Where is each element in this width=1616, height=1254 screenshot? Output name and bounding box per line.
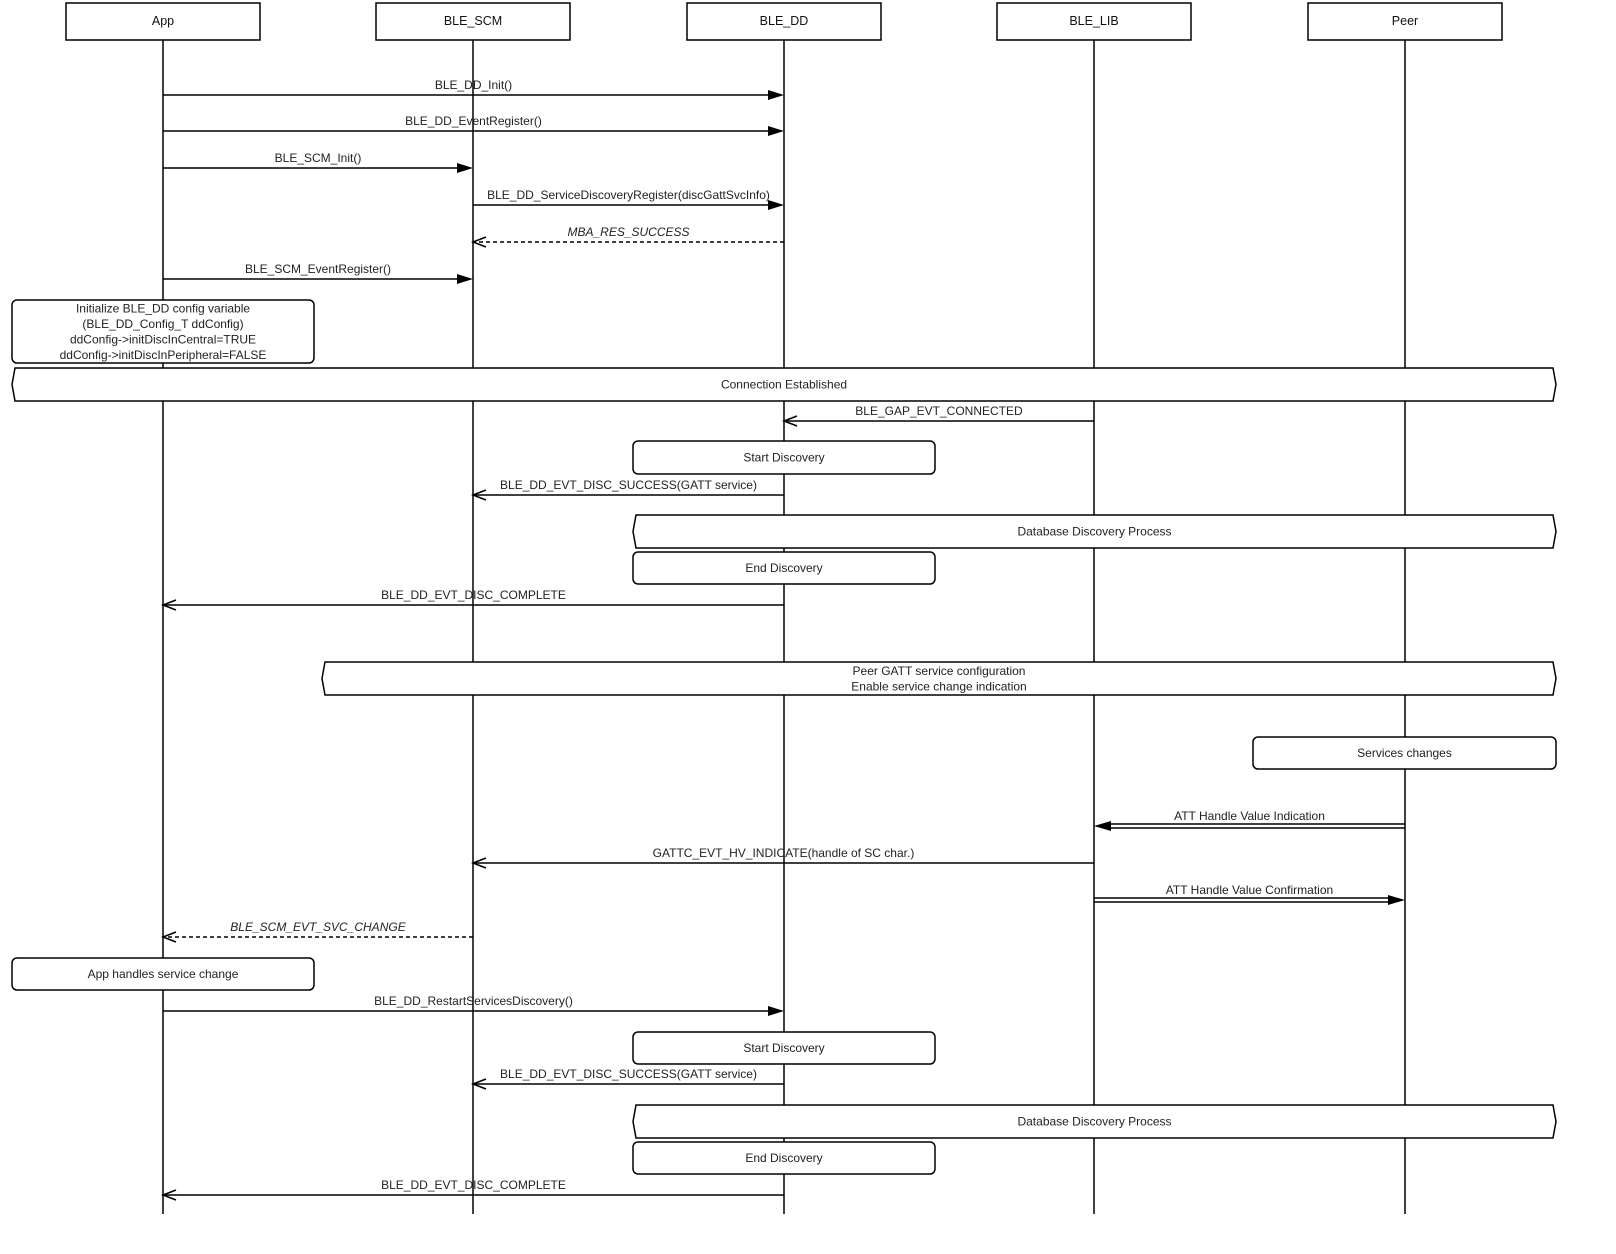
arrowhead-open-icon: [160, 1189, 177, 1201]
message-sync: BLE_DD_Init(): [163, 78, 784, 100]
note-rect: [632, 440, 936, 475]
note-rect: [11, 299, 315, 364]
message-async: BLE_DD_EVT_DISC_SUCCESS(GATT service): [470, 478, 784, 501]
arrowhead-open-icon: [470, 236, 487, 248]
note-text: End Discovery: [745, 561, 822, 575]
arrowhead-open-icon: [470, 489, 487, 501]
arrowhead-filled-icon: [1094, 821, 1111, 831]
message-return: BLE_SCM_EVT_SVC_CHANGE: [160, 920, 473, 943]
arrowhead-filled-icon: [768, 1006, 784, 1016]
fragment-text: Peer GATT service configuration: [853, 664, 1026, 678]
message-label: BLE_DD_Init(): [435, 78, 512, 92]
message-double: ATT Handle Value Confirmation: [1094, 883, 1405, 905]
participant-label: BLE_DD: [760, 14, 809, 28]
message-label: BLE_DD_EventRegister(): [405, 114, 542, 128]
message-async: BLE_DD_EVT_DISC_COMPLETE: [160, 588, 784, 611]
participant-box-scm[interactable]: [375, 2, 571, 41]
message-label: BLE_DD_RestartServicesDiscovery(): [374, 994, 573, 1008]
fragment-band: Connection Established: [11, 367, 1557, 402]
arrowhead-filled-icon: [457, 274, 473, 284]
diagram-events: BLE_DD_Init() BLE_DD_EventRegister() BLE_S…: [11, 78, 1557, 1201]
note-text: End Discovery: [745, 1151, 822, 1165]
note-rect: [11, 957, 315, 991]
arrowhead-filled-icon: [457, 163, 473, 173]
message-label: ATT Handle Value Indication: [1174, 809, 1325, 823]
message-label: BLE_SCM_EVT_SVC_CHANGE: [230, 920, 406, 934]
arrowhead-open-icon: [160, 931, 177, 943]
fragment-shape: [632, 514, 1557, 549]
message-label: BLE_DD_EVT_DISC_COMPLETE: [381, 588, 566, 602]
arrowhead-filled-icon: [768, 126, 784, 136]
fragment-text: Connection Established: [721, 378, 847, 392]
message-sync: BLE_DD_RestartServicesDiscovery(): [163, 994, 784, 1016]
message-label: BLE_DD_EVT_DISC_SUCCESS(GATT service): [500, 478, 757, 492]
arrowhead-filled-icon: [768, 200, 784, 210]
message-async: BLE_GAP_EVT_CONNECTED: [781, 404, 1094, 427]
message-label: BLE_DD_EVT_DISC_SUCCESS(GATT service): [500, 1067, 757, 1081]
note-text: Initialize BLE_DD config variable: [76, 301, 250, 315]
fragment-shape: [321, 661, 1557, 696]
fragment-shape: [632, 1104, 1557, 1139]
note-text: Services changes: [1357, 746, 1452, 760]
message-async: BLE_DD_EVT_DISC_SUCCESS(GATT service): [470, 1067, 784, 1090]
note-rect: [632, 1141, 936, 1175]
participant-box-app[interactable]: [65, 2, 261, 41]
fragment-band: Database Discovery Process: [632, 1104, 1557, 1139]
note-text: Start Discovery: [743, 1041, 824, 1055]
note-text: App handles service change: [88, 967, 239, 981]
message-label: BLE_DD_EVT_DISC_COMPLETE: [381, 1178, 566, 1192]
participant-box-dd[interactable]: [686, 2, 882, 41]
fragment-band: Database Discovery Process: [632, 514, 1557, 549]
note-box: Start Discovery: [632, 440, 936, 475]
note-text: ddConfig->initDiscInCentral=TRUE: [70, 332, 256, 346]
arrowhead-filled-icon: [1388, 895, 1405, 905]
note-text: Start Discovery: [743, 451, 824, 465]
note-box: Services changes: [1252, 736, 1557, 770]
participant-box-lib[interactable]: [996, 2, 1192, 41]
note-box: Start Discovery: [632, 1031, 936, 1065]
fragment-text: Database Discovery Process: [1017, 1115, 1171, 1129]
note-text: ddConfig->initDiscInPeripheral=FALSE: [60, 348, 267, 362]
message-label: BLE_GAP_EVT_CONNECTED: [855, 404, 1023, 418]
arrowhead-open-icon: [781, 415, 798, 427]
arrowhead-open-icon: [160, 599, 177, 611]
fragment-shape: [11, 367, 1557, 402]
participant-label: Peer: [1392, 14, 1418, 28]
message-label: BLE_SCM_Init(): [275, 151, 362, 165]
message-label: BLE_SCM_EventRegister(): [245, 262, 391, 276]
note-rect: [632, 551, 936, 585]
arrowhead-open-icon: [470, 857, 487, 869]
message-double: ATT Handle Value Indication: [1094, 809, 1405, 831]
message-return: MBA_RES_SUCCESS: [470, 225, 784, 248]
note-box: App handles service change: [11, 957, 315, 991]
arrowhead-open-icon: [470, 1078, 487, 1090]
message-label: BLE_DD_ServiceDiscoveryRegister(discGatt…: [487, 188, 770, 202]
participant-label: BLE_LIB: [1069, 14, 1118, 28]
note-rect: [1252, 736, 1557, 770]
message-sync: BLE_DD_ServiceDiscoveryRegister(discGatt…: [473, 188, 784, 210]
message-sync: BLE_DD_EventRegister(): [163, 114, 784, 136]
participant-label: BLE_SCM: [444, 14, 502, 28]
message-label: GATTC_EVT_HV_INDICATE(handle of SC char.…: [653, 846, 915, 860]
participant-box-peer[interactable]: [1307, 2, 1503, 41]
message-label: ATT Handle Value Confirmation: [1166, 883, 1333, 897]
lifelines: [162, 40, 1406, 1214]
participant-label: App: [152, 14, 174, 28]
participant-headers: App BLE_SCM BLE_DD BLE_LIB Peer: [65, 2, 1503, 41]
note-text: (BLE_DD_Config_T ddConfig): [82, 317, 243, 331]
message-async: BLE_DD_EVT_DISC_COMPLETE: [160, 1178, 784, 1201]
fragment-text: Enable service change indication: [851, 679, 1026, 693]
note-box: End Discovery: [632, 1141, 936, 1175]
note-rect: [632, 1031, 936, 1065]
note-box: End Discovery: [632, 551, 936, 585]
fragment-text: Database Discovery Process: [1017, 525, 1171, 539]
message-label: MBA_RES_SUCCESS: [567, 225, 689, 239]
note-box: Initialize BLE_DD config variable (BLE_DD…: [11, 299, 315, 364]
message-async: GATTC_EVT_HV_INDICATE(handle of SC char.…: [470, 846, 1094, 869]
arrowhead-filled-icon: [768, 90, 784, 100]
message-sync: BLE_SCM_EventRegister(): [163, 262, 473, 284]
message-sync: BLE_SCM_Init(): [163, 151, 473, 173]
